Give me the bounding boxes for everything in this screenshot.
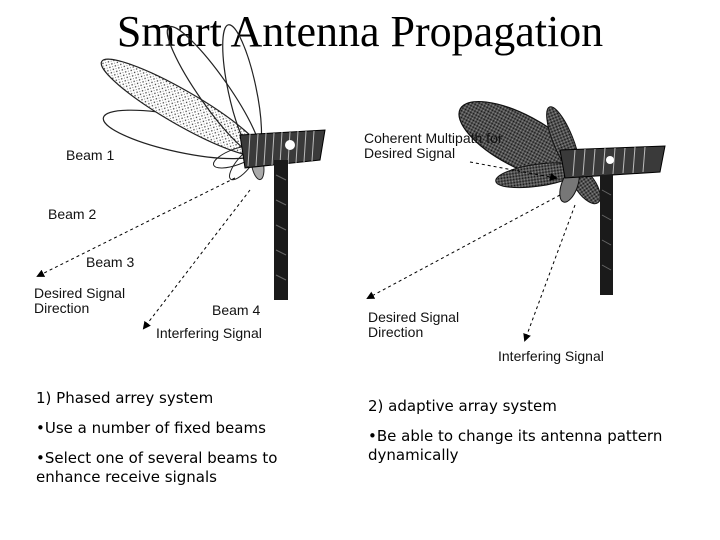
left-bullet-2-line2: enhance receive signals: [36, 468, 217, 486]
left-bullet-2-line1: •Select one of several beams to: [36, 449, 278, 467]
left-desired-arrow: [36, 177, 236, 277]
left-antenna-diagram: [36, 24, 326, 330]
left-antenna-tower: [274, 160, 288, 300]
right-description: 2) adaptive array system •Be able to cha…: [368, 397, 708, 465]
left-heading: 1) Phased arrey system: [36, 389, 214, 407]
multipath-arrow: [469, 161, 558, 181]
right-ground-plane: [559, 145, 666, 179]
right-antenna-diagram: [366, 100, 666, 342]
right-interfering-arrow: [523, 204, 576, 342]
beam-4-label: Beam 4: [212, 302, 261, 318]
right-desired-direction-label: Desired Signal Direction: [368, 310, 459, 340]
right-interfering-label: Interfering Signal: [498, 348, 604, 364]
left-description: 1) Phased arrey system •Use a number of …: [36, 389, 356, 487]
right-desired-line1: Desired Signal: [368, 309, 460, 325]
left-interfering-label: Interfering Signal: [156, 325, 262, 341]
right-desired-arrow: [366, 194, 561, 299]
beam-1-label: Beam 1: [66, 147, 115, 163]
multipath-line1: Coherent Multipath for: [364, 130, 503, 146]
left-desired-line2: Direction: [34, 300, 90, 316]
right-desired-line2: Direction: [368, 324, 424, 340]
right-heading: 2) adaptive array system: [368, 397, 557, 415]
beam-2-label: Beam 2: [48, 206, 97, 222]
left-bullet-1: •Use a number of fixed beams: [36, 419, 266, 437]
beam-3-label: Beam 3: [86, 254, 135, 270]
right-bullet-1-line2: dynamically: [368, 446, 459, 464]
left-desired-direction-label: Desired Signal Direction: [34, 286, 125, 316]
right-bullet-1-line1: •Be able to change its antenna pattern: [368, 427, 663, 445]
multipath-line2: Desired Signal: [364, 145, 456, 161]
right-antenna-tower: [600, 175, 613, 295]
multipath-label: Coherent Multipath for Desired Signal: [364, 131, 503, 161]
left-ground-plane: [239, 129, 326, 169]
left-interfering-arrow: [142, 189, 251, 330]
left-desired-line1: Desired Signal: [34, 285, 126, 301]
